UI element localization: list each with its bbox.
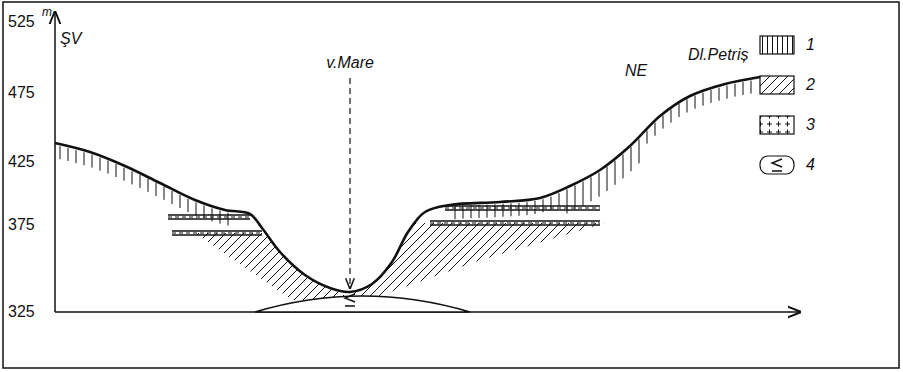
layer-1-hatch bbox=[735, 84, 736, 97]
layer-1-hatch bbox=[84, 152, 85, 165]
layer-1-hatch bbox=[647, 131, 648, 144]
layer-1-hatch bbox=[92, 155, 93, 168]
axis-value: 375 bbox=[8, 216, 35, 234]
layer-1-hatch bbox=[140, 175, 141, 188]
legend-label: 1 bbox=[806, 36, 815, 54]
valley-arrow bbox=[349, 78, 350, 288]
rock-symbol bbox=[772, 159, 782, 171]
layer-1-hatch bbox=[455, 206, 456, 219]
layer-1-hatch bbox=[471, 205, 472, 218]
layer-1-hatch bbox=[599, 173, 600, 197]
layer-1-hatch bbox=[687, 99, 688, 112]
layer-1-hatch bbox=[156, 183, 157, 196]
layer-1-hatch bbox=[703, 93, 704, 106]
axis-value: 525 bbox=[8, 13, 35, 31]
layer-1-hatch bbox=[575, 186, 576, 210]
layer-1-hatch bbox=[172, 191, 173, 204]
layer-1-hatch bbox=[591, 177, 592, 201]
place-name: ŞV bbox=[60, 30, 81, 48]
layer-1-hatch bbox=[503, 204, 504, 217]
layer-1-hatch bbox=[623, 154, 624, 178]
layer-2-hatch bbox=[350, 223, 605, 300]
layer-1-hatch bbox=[228, 213, 229, 226]
layer-1-hatch bbox=[543, 199, 544, 212]
layer-4-lens bbox=[255, 296, 470, 312]
layer-1-hatch bbox=[100, 158, 101, 171]
layer-1-hatch bbox=[655, 123, 656, 136]
layer-1-hatch bbox=[663, 116, 664, 129]
layer-1-hatch bbox=[615, 161, 616, 185]
layer-1-hatch bbox=[116, 164, 117, 177]
layer-1-hatch bbox=[535, 201, 536, 214]
y-axis bbox=[54, 12, 56, 312]
layer-1-hatch bbox=[196, 202, 197, 215]
layer-1-hatch bbox=[204, 205, 205, 218]
layer-1-hatch bbox=[583, 182, 584, 206]
layer-1-hatch bbox=[727, 86, 728, 99]
layer-1-hatch bbox=[180, 195, 181, 208]
layer-1-hatch bbox=[108, 161, 109, 174]
legend-label: 2 bbox=[806, 76, 815, 94]
place-name: v.Mare bbox=[326, 54, 374, 72]
layer-1-hatch bbox=[527, 202, 528, 215]
layer-1-hatch bbox=[743, 82, 744, 95]
layer-1-hatch bbox=[631, 147, 632, 171]
layer-1-hatch bbox=[463, 206, 464, 219]
layer-1-hatch bbox=[639, 139, 640, 163]
layer-1-hatch bbox=[68, 148, 69, 161]
layer-1-hatch bbox=[479, 205, 480, 218]
place-name: m bbox=[42, 3, 52, 21]
layer-3-band bbox=[168, 215, 250, 219]
layer-1-hatch bbox=[751, 81, 752, 94]
layer-1-hatch bbox=[719, 88, 720, 101]
layer-1-hatch bbox=[148, 179, 149, 192]
layer-1-hatch bbox=[76, 150, 77, 163]
legend-swatch bbox=[760, 76, 794, 94]
place-name: NE bbox=[625, 62, 647, 80]
layer-3-band bbox=[172, 231, 262, 235]
frame bbox=[3, 2, 899, 368]
legend-swatch bbox=[760, 116, 794, 134]
layer-1-hatch bbox=[487, 205, 488, 218]
layer-1-hatch bbox=[567, 189, 568, 213]
legend-swatch bbox=[760, 36, 794, 54]
layer-1-hatch bbox=[671, 110, 672, 123]
axis-value: 475 bbox=[8, 84, 35, 102]
layer-1-hatch bbox=[711, 90, 712, 103]
layer-1-hatch bbox=[60, 146, 61, 159]
legend-swatch bbox=[760, 156, 794, 174]
legend-label: 3 bbox=[806, 116, 815, 134]
layer-1-hatch bbox=[679, 104, 680, 117]
layer-1-hatch bbox=[220, 211, 221, 224]
layer-3-band bbox=[430, 221, 600, 225]
layer-3-band bbox=[445, 206, 600, 210]
ground-surface bbox=[55, 77, 760, 292]
rock-symbol bbox=[345, 294, 355, 306]
layer-1-hatch bbox=[188, 199, 189, 212]
axis-value: 325 bbox=[8, 303, 35, 321]
layer-1-hatch bbox=[132, 171, 133, 184]
layer-1-hatch bbox=[519, 203, 520, 216]
layer-1-hatch bbox=[695, 96, 696, 109]
layer-1-hatch bbox=[164, 187, 165, 200]
place-name: Dl.Petriș bbox=[688, 46, 748, 64]
layer-1-hatch bbox=[212, 208, 213, 221]
layer-1-hatch bbox=[124, 168, 125, 181]
axis-value: 425 bbox=[8, 153, 35, 171]
legend-label: 4 bbox=[806, 156, 815, 174]
layer-1-hatch bbox=[495, 204, 496, 217]
layer-1-hatch bbox=[551, 197, 552, 210]
layer-1-hatch bbox=[607, 167, 608, 191]
layer-1-hatch bbox=[559, 193, 560, 206]
layer-1-hatch bbox=[511, 203, 512, 216]
